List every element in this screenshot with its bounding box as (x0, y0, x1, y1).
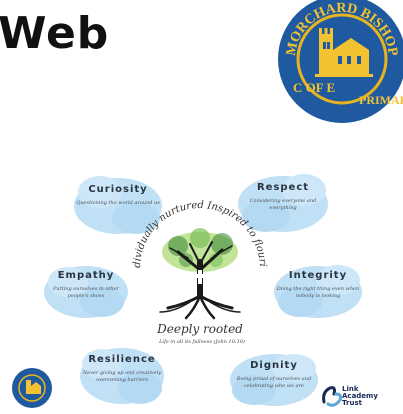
value-title: Empathy (57, 270, 115, 281)
trust-name-line3: Trust (342, 399, 362, 407)
trust-name-line2: Academy (342, 392, 378, 400)
value-card-integrity: Integrity Doing the right thing even whe… (270, 258, 366, 324)
cloud-shape (238, 174, 328, 232)
tree-roots (159, 294, 241, 320)
church-icon (315, 28, 373, 77)
value-description: Doing the right thing even when nobody i… (276, 286, 360, 299)
value-description: Considering everyone and everything (249, 198, 317, 211)
value-description: Putting ourselves in other people's shoe… (53, 286, 119, 299)
crest-right-text: PRIMARY (359, 93, 403, 107)
cloud-shape (274, 265, 362, 318)
trust-logo-icon (322, 386, 342, 407)
cloud-shape (44, 266, 128, 318)
school-crest: MORCHARD BISHOP C OF E PRIMARY (275, 0, 403, 126)
cloud-shape (230, 354, 318, 406)
tree-canopy (162, 228, 238, 272)
value-title: Curiosity (88, 184, 148, 195)
link-academy-trust-logo: Link Academy Trust (320, 382, 400, 410)
tree-motto: Deeply rooted (157, 322, 243, 336)
value-description: Being proud of ourselves and celebrating… (236, 376, 312, 389)
page-title: Web (0, 8, 110, 59)
value-card-respect: Respect Considering everyone and everyth… (234, 168, 332, 238)
cloud-shape (80, 348, 164, 404)
value-title: Respect (256, 182, 310, 193)
value-description: Never giving up and creatively overcomin… (82, 370, 162, 383)
value-title: Resilience (88, 354, 156, 365)
trust-name-line1: Link (342, 385, 359, 393)
crest-left-text: C OF E (293, 80, 335, 95)
cross-icon (194, 270, 206, 284)
value-card-empathy: Empathy Putting ourselves in other peopl… (40, 258, 132, 324)
value-card-dignity: Dignity Being proud of ourselves and cel… (226, 348, 322, 410)
value-description: Questioning the world around us (76, 200, 160, 206)
tree-verse: Life in all its fullness (John 10:10) (159, 339, 245, 345)
value-title: Dignity (250, 360, 298, 371)
cloud-shape (74, 176, 162, 234)
small-school-badge (10, 366, 54, 410)
value-title: Integrity (288, 270, 348, 281)
tree-illustration: Individually nurtured Inspired to flouri… (127, 192, 270, 332)
value-card-resilience: Resilience Never giving up and creativel… (76, 342, 168, 410)
value-card-curiosity: Curiosity Questioning the world around u… (70, 170, 166, 240)
